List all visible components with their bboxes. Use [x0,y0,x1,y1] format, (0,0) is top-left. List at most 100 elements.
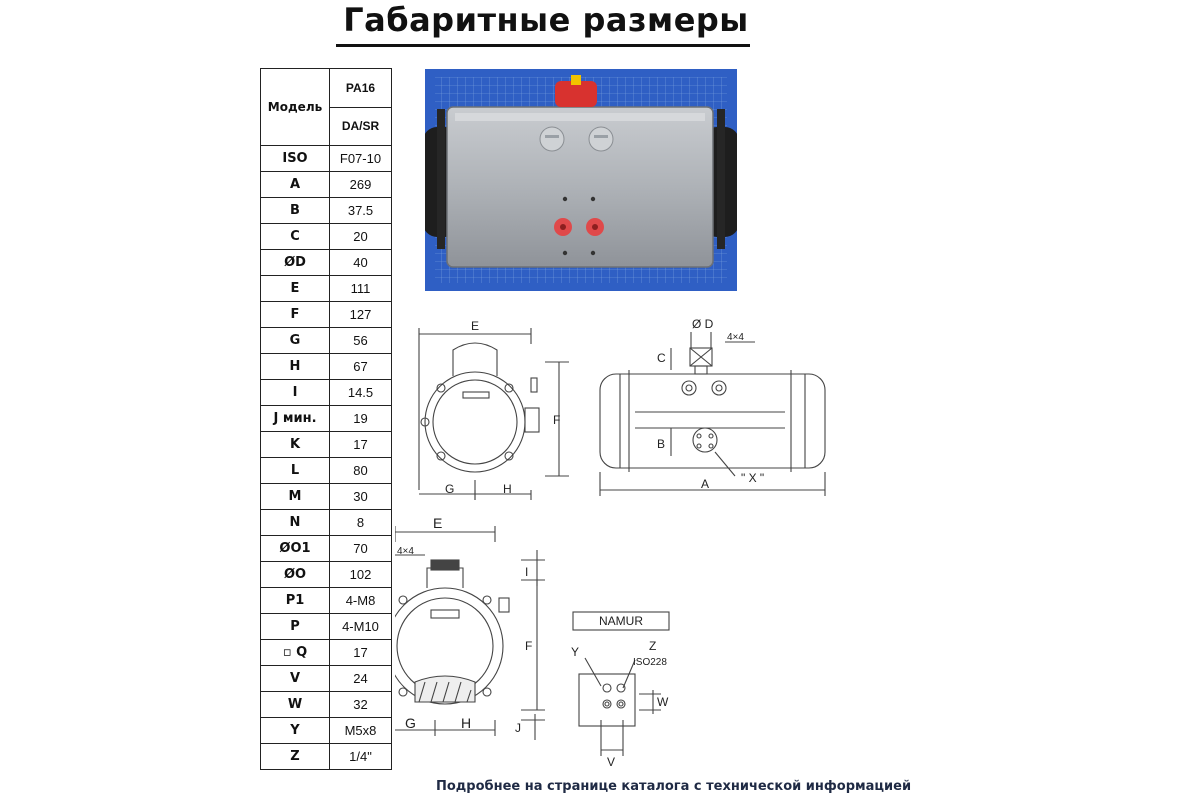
param-name-cell: ØO1 [260,535,330,562]
param-name-cell: M [260,483,330,510]
param-value-cell: 32 [329,691,392,718]
label-4x4-bottom: 4×4 [397,546,414,557]
param-value-cell: 17 [329,431,392,458]
param-value-cell: 19 [329,405,392,432]
label-e-bottom: E [433,515,442,531]
catalog-link-note: Подробнее на странице каталога с техниче… [436,779,912,794]
title-underline [336,44,750,47]
position-indicator [555,81,597,107]
namur-drawing [572,611,670,756]
label-a: A [701,477,709,491]
param-name-cell: W [260,691,330,718]
param-value-cell: 70 [329,535,392,562]
param-name-cell: V [260,665,330,692]
param-name-cell: ▫ Q [260,639,330,666]
label-y: Y [571,645,579,659]
param-name-cell: C [260,223,330,250]
param-value-cell: 56 [329,327,392,354]
param-name-cell: H [260,353,330,380]
param-name-cell: G [260,327,330,354]
param-name-cell: P [260,613,330,640]
param-value-cell: 17 [329,639,392,666]
param-name-cell: Z [260,743,330,770]
param-name-cell: I [260,379,330,406]
param-name-cell: ØD [260,249,330,276]
param-value-cell: 24 [329,665,392,692]
table-header-row: Модель PA16 [260,68,392,146]
model-value-cell: PA16 [329,68,392,108]
label-v: V [607,755,615,769]
param-value-cell: 20 [329,223,392,250]
label-od: Ø D [692,317,714,331]
param-value-cell: 269 [329,171,392,198]
label-c: C [657,351,666,365]
param-value-cell: M5x8 [329,717,392,744]
label-iso228: ISO228 [633,657,667,668]
param-name-cell: K [260,431,330,458]
param-name-cell: B [260,197,330,224]
param-value-cell: 67 [329,353,392,380]
param-value-cell: 80 [329,457,392,484]
actuator-body [446,106,714,268]
label-b: B [657,437,665,451]
param-name-cell: J мин. [260,405,330,432]
label-i: I [525,565,528,579]
namur-title: NAMUR [599,614,643,628]
param-name-cell: L [260,457,330,484]
param-value-cell: 30 [329,483,392,510]
param-name-cell: A [260,171,330,198]
label-f-top: F [553,413,560,427]
label-4x4-top: 4×4 [727,332,744,343]
label-h-bottom: H [461,715,471,731]
label-g-bottom: G [405,715,416,731]
param-value-cell: 127 [329,301,392,328]
label-x: " X " [741,471,764,485]
label-f-bottom: F [525,639,532,653]
param-name-cell: N [260,509,330,536]
front-view-top [599,332,826,496]
param-value-cell: 1/4" [329,743,392,770]
param-name-cell: ØO [260,561,330,588]
param-value-cell: 4-M10 [329,613,392,640]
label-e-top: E [471,319,479,333]
dimension-drawings: E F G H Ø D 4×4 C B A " X " E 4×4 I F G … [395,317,826,769]
param-name-cell: ISO [260,145,330,172]
model-label-cell: Модель [260,68,330,146]
param-value-cell: 8 [329,509,392,536]
page-title: Габаритные размеры [343,1,749,39]
param-value-cell: 14.5 [329,379,392,406]
type-value-cell: DA/SR [329,106,392,146]
label-w: W [657,695,669,709]
param-name-cell: P1 [260,587,330,614]
side-view-bottom [395,526,545,740]
param-value-cell: 37.5 [329,197,392,224]
actuator-photo [425,69,737,291]
param-value-cell: 102 [329,561,392,588]
label-z: Z [649,639,656,653]
param-value-cell: 111 [329,275,392,302]
param-name-cell: E [260,275,330,302]
